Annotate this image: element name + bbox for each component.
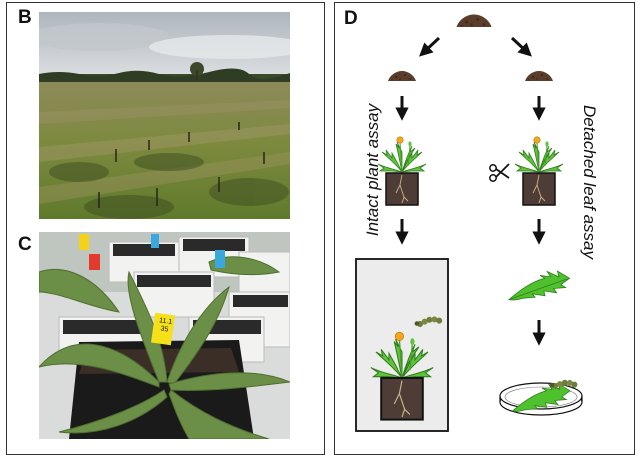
panel-letter-b: B [18,7,32,28]
field-photo [39,12,290,219]
soil-heap-right-icon [525,71,553,81]
dandelion-pot-left-icon [377,136,427,206]
panel-letter-c: C [18,234,32,255]
dandelion-pots-photo: 11.1 35 [39,232,290,439]
intact-plant-assay-label: Intact plant assay [363,103,382,237]
arrow-icon [510,36,532,57]
panel-letter-d: D [344,8,358,29]
soil-heap-top-icon [456,14,492,27]
tag-label: 11.1 35 [158,317,173,334]
detached-leaf-icon [508,270,571,301]
pots-photo-graphic [39,232,290,439]
detached-leaf-assay-label: Detached leaf assay [580,104,599,260]
soil-heap-left-icon [388,71,416,81]
dandelion-pot-right-icon [514,136,564,206]
petri-dish-icon [499,378,583,416]
arrow-icon [419,36,441,57]
scissors-icon [489,163,510,182]
assay-diagram [355,14,583,432]
field-photo-graphic [39,12,290,219]
